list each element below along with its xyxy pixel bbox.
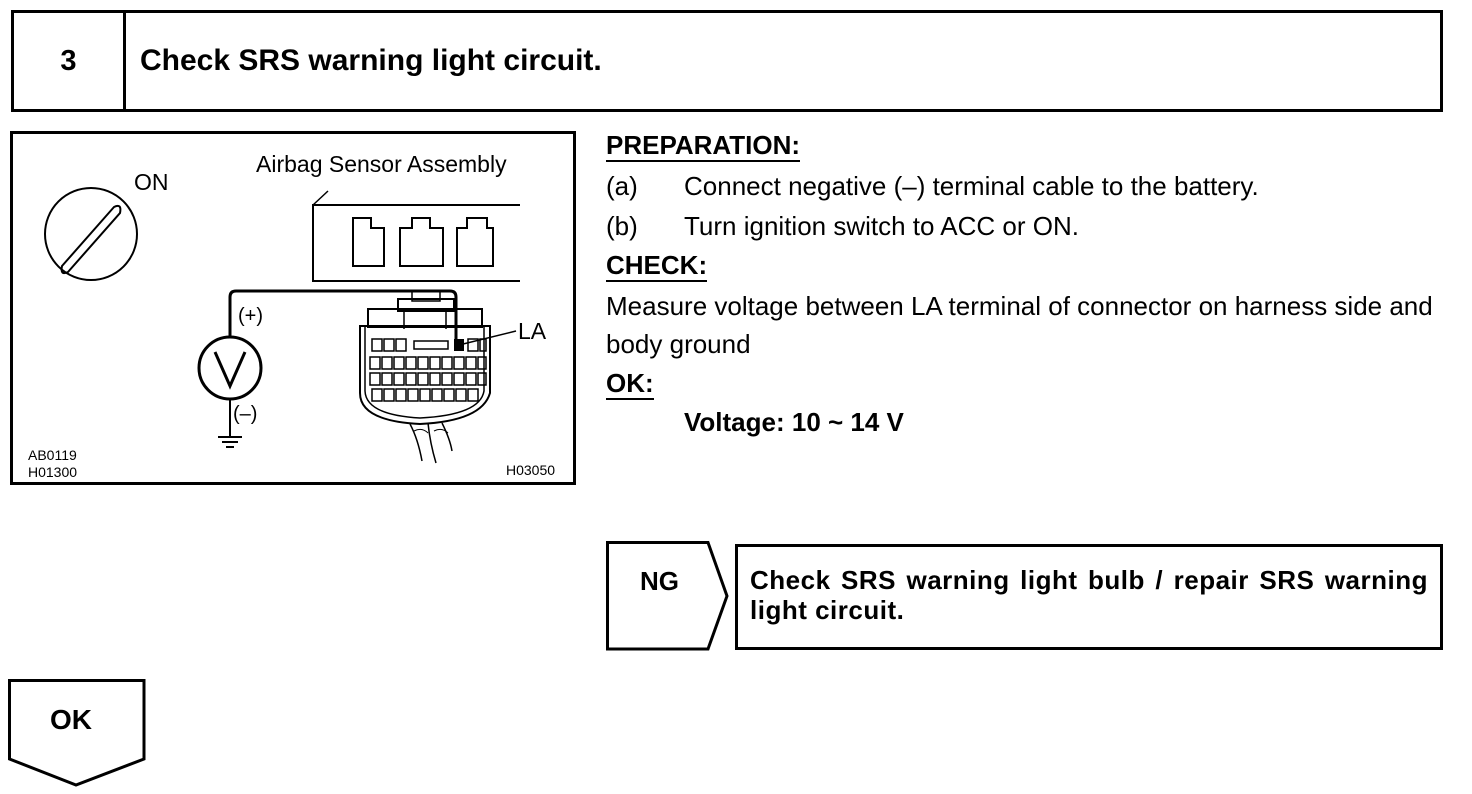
step-title: Check SRS warning light circuit. <box>140 44 602 77</box>
terminal-la-label: LA <box>518 318 547 344</box>
step-number: 3 <box>14 13 126 109</box>
step-letter: (b) <box>606 211 638 241</box>
step-text: Connect negative (–) terminal cable to t… <box>684 171 1259 201</box>
minus-terminal-label: (–) <box>233 403 258 425</box>
step-text: Turn ignition switch to ACC or ON. <box>684 211 1079 241</box>
ng-label: NG <box>640 566 679 596</box>
wiring-diagram <box>10 131 576 485</box>
harness-connector <box>359 290 491 464</box>
ng-arrow-box <box>606 541 729 651</box>
plus-terminal-label: (+) <box>238 305 263 327</box>
ng-result-text: Check SRS warning light bulb / repair SR… <box>735 544 1443 650</box>
voltmeter-icon <box>197 335 263 401</box>
ok-label: OK <box>50 704 92 735</box>
ignition-switch-icon <box>44 187 138 281</box>
check-heading: CHECK: <box>606 250 708 282</box>
wiring-illustration: ON Airbag Sensor Assembly (+) (–) LA AB0… <box>10 131 576 485</box>
switch-on-label: ON <box>134 169 169 195</box>
figure-code-right: H03050 <box>506 462 556 478</box>
ok-heading: OK: <box>606 368 654 400</box>
preparation-step: (a) Connect negative (–) terminal cable t… <box>606 170 1259 202</box>
step-letter: (a) <box>606 171 638 201</box>
ground-symbol <box>218 436 242 448</box>
voltage-spec: Voltage: 10 ~ 14 V <box>684 407 904 437</box>
ok-arrow-box <box>8 679 146 787</box>
sensor-assembly-housing <box>312 190 520 282</box>
step-header: 3 Check SRS warning light circuit. <box>11 10 1443 112</box>
component-label: Airbag Sensor Assembly <box>256 151 507 177</box>
preparation-step: (b) Turn ignition switch to ACC or ON. <box>606 210 1079 242</box>
figure-code-left-1: AB0119 <box>28 447 77 463</box>
preparation-heading: PREPARATION: <box>606 130 801 162</box>
check-text: Measure voltage between LA terminal of c… <box>606 291 1433 359</box>
figure-code-left-2: H01300 <box>28 464 78 480</box>
